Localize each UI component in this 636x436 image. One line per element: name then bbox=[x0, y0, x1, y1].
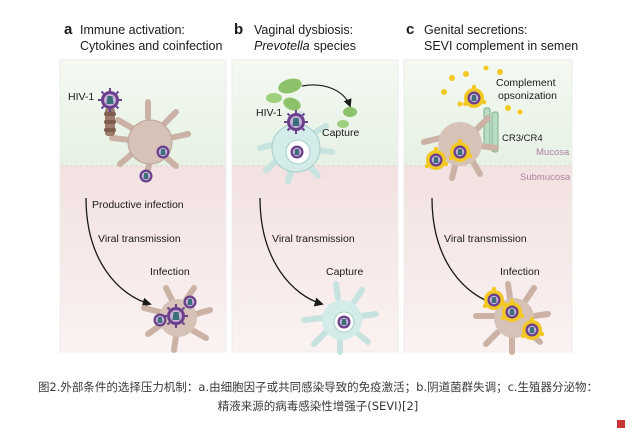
panel-a: a Immune activation: Cytokines and coinf… bbox=[59, 21, 227, 353]
capture-arrow-b bbox=[301, 84, 352, 108]
receptor-label: CR3/CR4 bbox=[502, 133, 543, 144]
hiv-virion-icon bbox=[156, 145, 170, 159]
hiv-transmission-figure: a Immune activation: Cytokines and coinf… bbox=[59, 21, 578, 355]
hiv-virion-icon bbox=[337, 315, 351, 329]
complement-label-line2: opsonization bbox=[498, 90, 557, 102]
hiv-virion-icon bbox=[283, 109, 309, 135]
panel-b: b Vaginal dysbiosis: Prevotella species H… bbox=[231, 21, 399, 355]
panel-b-capture-label: Capture bbox=[322, 127, 360, 139]
hiv-virion-icon bbox=[290, 145, 304, 159]
caption-line2: 精液来源的病毒感染性增强子(SEVI)[2] bbox=[217, 399, 419, 413]
prevotella-genus: Prevotella bbox=[254, 39, 310, 53]
panel-c-letter: c bbox=[406, 21, 414, 38]
panel-a-hiv-label: HIV-1 bbox=[68, 91, 94, 103]
transmission-arrow-a bbox=[85, 197, 152, 307]
panel-c-outcome-label: Infection bbox=[500, 266, 540, 278]
panel-b-title-line2: Prevotella species bbox=[254, 39, 356, 53]
panel-a-outcome-label: Infection bbox=[150, 266, 190, 278]
hiv-virion-icon bbox=[153, 313, 167, 327]
species-suffix: species bbox=[314, 39, 356, 53]
prevotella-bacteria-icon bbox=[266, 78, 357, 128]
panel-c-title-line1: Genital secretions: bbox=[424, 23, 528, 37]
panel-a-transmission-label: Viral transmission bbox=[98, 233, 181, 245]
panel-b-outcome-label: Capture bbox=[326, 266, 364, 278]
hiv-virion-icon bbox=[183, 295, 197, 309]
mucosa-zone-label: Mucosa bbox=[536, 147, 570, 158]
complement-particles-icon bbox=[441, 65, 523, 115]
panel-b-hiv-label: HIV-1 bbox=[256, 107, 282, 119]
panel-b-transmission-label: Viral transmission bbox=[272, 233, 355, 245]
submucosa-zone-label: Submucosa bbox=[520, 172, 571, 183]
panel-c-title-line2: SEVI complement in semen bbox=[424, 39, 578, 53]
hiv-virion-icon bbox=[139, 169, 153, 183]
hiv-virion-icon bbox=[163, 303, 189, 329]
panel-a-letter: a bbox=[64, 21, 73, 38]
figure-caption: 图2.外部条件的选择压力机制：a.由细胞因子或共同感染导致的免疫激活；b.阴道菌… bbox=[0, 378, 636, 416]
panel-a-productive-label: Productive infection bbox=[92, 199, 184, 211]
corner-marker-icon bbox=[617, 420, 625, 428]
receptor-stalk-icon bbox=[104, 108, 116, 136]
panel-b-letter: b bbox=[234, 21, 243, 38]
caption-line1: 图2.外部条件的选择压力机制：a.由细胞因子或共同感染导致的免疫激活；b.阴道菌… bbox=[37, 380, 599, 394]
panel-c-transmission-label: Viral transmission bbox=[444, 233, 527, 245]
panel-b-title-line1: Vaginal dysbiosis: bbox=[254, 23, 353, 37]
complement-label-line1: Complement bbox=[496, 77, 556, 89]
panel-a-title-line2: Cytokines and coinfection bbox=[80, 39, 222, 53]
panel-a-title-line1: Immune activation: bbox=[80, 23, 185, 37]
hiv-virion-icon bbox=[97, 87, 123, 113]
transmission-arrow-b bbox=[259, 197, 324, 307]
panel-c: c Genital secretions: SEVI complement in… bbox=[403, 21, 578, 355]
